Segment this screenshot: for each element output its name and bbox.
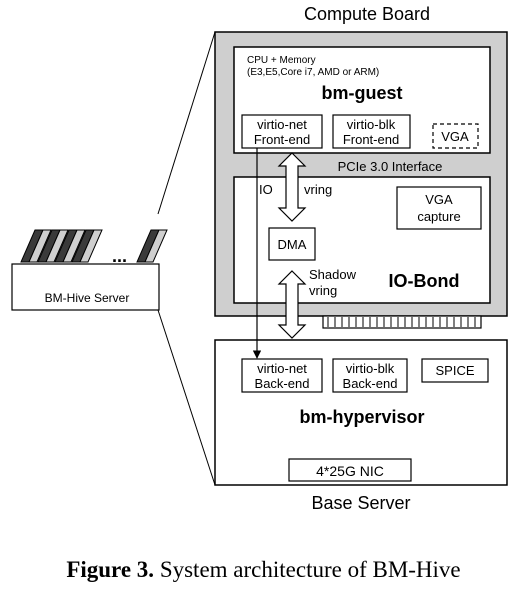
nic-label: 4*25G NIC: [316, 463, 384, 479]
bm-hive-server-chassis: [11, 263, 160, 311]
server-blade-side: [79, 229, 103, 263]
compute-board-label: Compute Board: [304, 4, 430, 24]
virtio-net-backend-box: [241, 358, 323, 393]
bm-hive-server-label: BM-Hive Server: [45, 291, 130, 305]
dma-box: [268, 227, 316, 261]
vga-capture-line2: capture: [417, 209, 460, 224]
virtio-blk-frontend-box: [332, 114, 411, 149]
io-label: IO: [259, 182, 273, 197]
virtio-net-frontend-box: [241, 114, 323, 149]
dma-label: DMA: [278, 237, 307, 252]
virtio-net-frontend-line1: virtio-net: [257, 117, 307, 132]
cpu-memory-label: CPU + Memory: [247, 55, 316, 66]
vga-capture-line1: VGA: [425, 192, 453, 207]
virtio-blk-frontend-line1: virtio-blk: [347, 117, 396, 132]
cpu-types-label: (E3,E5,Core i7, AMD or ARM): [247, 67, 379, 78]
base-server-label: Base Server: [311, 493, 410, 513]
shadow-label: Shadow: [309, 267, 357, 282]
spice-box: [421, 358, 489, 383]
vga-box: [432, 123, 479, 149]
server-blade-side: [62, 229, 86, 263]
virtio-net-backend-line1: virtio-net: [257, 361, 307, 376]
server-blade-side: [45, 229, 69, 263]
zoom-line-bottom: [157, 309, 216, 486]
virtio-net-frontend-line2: Front-end: [254, 132, 310, 147]
bm-hypervisor-title: bm-hypervisor: [299, 407, 424, 427]
nic-box: [288, 458, 412, 482]
server-blade-side: [28, 229, 52, 263]
vring-double-arrow: [277, 152, 307, 222]
bm-guest-title: bm-guest: [322, 83, 403, 103]
figure-caption-text: System architecture of BM-Hive: [159, 557, 461, 582]
server-blade-side: [144, 229, 168, 263]
virtio-blk-frontend-line2: Front-end: [343, 132, 399, 147]
server-blades: [20, 229, 168, 263]
spice-label: SPICE: [435, 363, 474, 378]
pcie-connector: [322, 315, 482, 329]
zoom-line-top: [157, 31, 216, 215]
bm-hive-ellipsis: ...: [112, 246, 127, 266]
bm-hive-server: ... BM-Hive Server: [11, 229, 168, 311]
vga-label: VGA: [441, 129, 469, 144]
figure-number: Figure 3.: [66, 557, 155, 582]
io-bond-title: IO-Bond: [389, 271, 460, 291]
vga-capture-box: [396, 186, 482, 230]
virtio-blk-backend-line1: virtio-blk: [346, 361, 395, 376]
figure-caption: Figure 3. System architecture of BM-Hive: [0, 557, 527, 583]
virtio-net-backend-line2: Back-end: [255, 376, 310, 391]
pcie-interface-label: PCIe 3.0 Interface: [338, 159, 443, 174]
vring-label: vring: [304, 182, 332, 197]
virtio-blk-backend-line2: Back-end: [343, 376, 398, 391]
virtio-blk-backend-box: [332, 358, 408, 393]
shadow-vring-label: vring: [309, 283, 337, 298]
shadow-vring-double-arrow: [277, 270, 307, 339]
